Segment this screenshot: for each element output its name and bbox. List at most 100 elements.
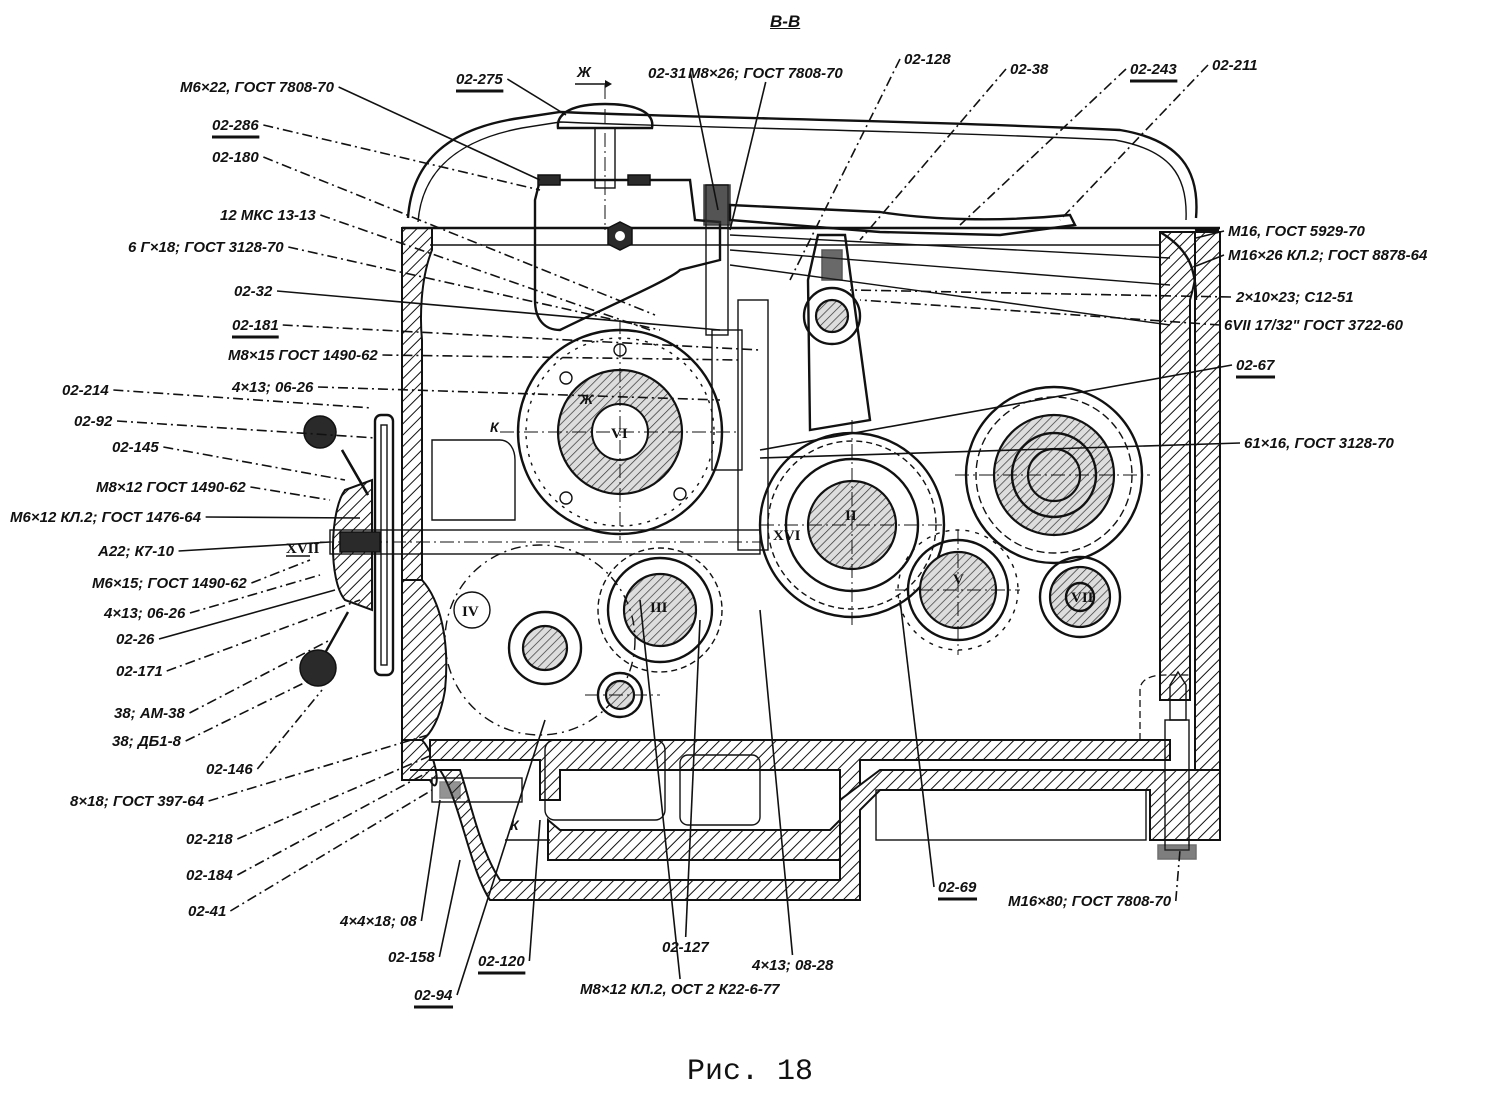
callout-12mks: 12 МКС 13-13 bbox=[220, 207, 651, 331]
section-k-upper: К bbox=[490, 419, 500, 435]
callout-label: 02-26 bbox=[116, 631, 155, 648]
callout-label: М8×12 КЛ.2, ОСТ 2 К22-6-77 bbox=[580, 981, 780, 998]
callout-a22: А22; К7-10 bbox=[97, 541, 331, 560]
shaft-label-vi: VI bbox=[611, 426, 628, 442]
callout-02-214: 02-214 bbox=[62, 382, 373, 409]
callout-label: М6×12 КЛ.2; ГОСТ 1476-64 bbox=[10, 509, 202, 526]
callout-label: 02-69 bbox=[938, 879, 977, 896]
leader-line bbox=[899, 599, 935, 888]
leader-line bbox=[263, 124, 541, 191]
callout-label: 02-211 bbox=[1212, 57, 1258, 74]
leader-line bbox=[859, 68, 1007, 241]
callout-m6-15: М6×15; ГОСТ 1490-62 bbox=[92, 559, 311, 592]
callout-02-286: 02-286 bbox=[212, 117, 541, 191]
leader-line bbox=[288, 246, 661, 331]
callout-02-218: 02-218 bbox=[186, 754, 433, 848]
housing-base bbox=[429, 739, 1171, 801]
leader-line bbox=[1174, 849, 1181, 902]
callout-label: 02-67 bbox=[1236, 357, 1275, 374]
leader-line bbox=[229, 789, 433, 912]
callout-02-171: 02-171 bbox=[116, 599, 361, 680]
callout-label: 61×16, ГОСТ 3128-70 bbox=[1244, 435, 1394, 452]
callout-02-38: 02-38 bbox=[859, 61, 1049, 241]
callout-label: 02-158 bbox=[388, 949, 435, 966]
leader-line bbox=[959, 68, 1127, 226]
shaft-label-vii: VII bbox=[1071, 590, 1094, 606]
callout-label: М6×15; ГОСТ 1490-62 bbox=[92, 575, 247, 592]
shaft-label-ii: II bbox=[845, 508, 857, 524]
callout-4-13c: 4×13; 08-28 bbox=[751, 609, 834, 974]
right-foot-bolt bbox=[1139, 670, 1197, 860]
callout-61-16: 61×16, ГОСТ 3128-70 bbox=[759, 435, 1394, 459]
leader-line bbox=[251, 559, 311, 584]
callout-label: 02-31 bbox=[648, 65, 686, 82]
leader-line bbox=[859, 299, 1221, 326]
callout-label: М8×26; ГОСТ 7808-70 bbox=[688, 65, 843, 82]
callout-02-146: 02-146 bbox=[206, 689, 323, 778]
leader-line bbox=[420, 799, 441, 922]
figure-caption: Рис. 18 bbox=[686, 1055, 814, 1089]
leader-line bbox=[189, 639, 331, 714]
callout-label: 02-92 bbox=[74, 413, 113, 430]
gear-shaft-vi: VI Ж К bbox=[490, 320, 740, 540]
shaft-label-iii: III bbox=[650, 600, 668, 616]
leader-line bbox=[1195, 254, 1225, 267]
gear-shaft-v: V bbox=[895, 529, 1020, 655]
callout-m8-12: М8×12 ГОСТ 1490-62 bbox=[96, 479, 331, 501]
callout-m6-22: М6×22, ГОСТ 7808-70 bbox=[180, 79, 541, 181]
callout-2-10: 2×10×23; С12-51 bbox=[849, 289, 1354, 306]
leader-line bbox=[250, 486, 331, 501]
shaft-label-v: V bbox=[953, 572, 964, 588]
callout-02-31: 02-31 bbox=[648, 65, 719, 211]
callout-label: 4×13; 08-28 bbox=[751, 957, 834, 974]
pivot-bracket bbox=[802, 233, 872, 432]
leader-line bbox=[185, 679, 311, 742]
leader-line bbox=[1195, 230, 1225, 239]
callout-38a: 38; АМ-38 bbox=[114, 639, 331, 722]
leader-line bbox=[684, 619, 701, 938]
callout-02-158: 02-158 bbox=[388, 859, 461, 966]
callout-label: 02-32 bbox=[234, 283, 273, 300]
leader-line bbox=[639, 599, 681, 980]
callout-6vii: 6VII 17/32" ГОСТ 3722-60 bbox=[859, 299, 1404, 334]
callout-m8-26: М8×26; ГОСТ 7808-70 bbox=[688, 65, 843, 231]
callout-label: 02-145 bbox=[112, 439, 159, 456]
callout-m16-80: М16×80; ГОСТ 7808-70 bbox=[1008, 849, 1181, 910]
callout-m16b: М16×26 КЛ.2; ГОСТ 8878-64 bbox=[1195, 247, 1428, 267]
leader-line bbox=[849, 289, 1232, 298]
callout-4-13b: 4×13; 06-26 bbox=[103, 574, 321, 622]
callout-label: М6×22, ГОСТ 7808-70 bbox=[180, 79, 335, 96]
callout-label: 8×18; ГОСТ 397-64 bbox=[70, 793, 205, 810]
callout-4-4-18: 4×4×18; 08 bbox=[339, 799, 441, 930]
view-arrow-label: Ж bbox=[576, 64, 592, 81]
callout-label: 2×10×23; С12-51 bbox=[1235, 289, 1354, 306]
callout-label: 12 МКС 13-13 bbox=[220, 207, 316, 224]
callout-label: 02-128 bbox=[904, 51, 951, 68]
leader-line bbox=[320, 214, 651, 331]
leader-line bbox=[338, 86, 541, 181]
shaft-label-xvi: XVI bbox=[773, 528, 801, 544]
callout-02-69: 02-69 bbox=[899, 599, 978, 901]
callout-02-211: 02-211 bbox=[1059, 57, 1258, 221]
leader-line bbox=[759, 609, 794, 956]
gear-mark-label: Ж bbox=[579, 391, 594, 407]
callout-label: 38; ДБ1-8 bbox=[112, 733, 182, 750]
callout-label: 4×4×18; 08 bbox=[339, 913, 417, 930]
leader-line bbox=[317, 386, 721, 401]
gear-shaft-vii: VII bbox=[1038, 555, 1122, 639]
callout-label: 4×13; 06-26 bbox=[103, 605, 186, 622]
shaft-label-xvii: XVII bbox=[286, 541, 320, 557]
section-title: В-В bbox=[770, 12, 801, 31]
callout-label: 4×13; 06-26 bbox=[231, 379, 314, 396]
leader-line bbox=[236, 769, 433, 876]
callout-label: 02-94 bbox=[414, 987, 453, 1004]
callout-label: 38; АМ-38 bbox=[114, 705, 186, 722]
callout-m6-12: М6×12 КЛ.2; ГОСТ 1476-64 bbox=[10, 509, 361, 526]
callout-8-18: 8×18; ГОСТ 397-64 bbox=[70, 734, 429, 810]
leader-line bbox=[1059, 64, 1209, 221]
callout-02-41: 02-41 bbox=[188, 789, 433, 920]
leader-line bbox=[729, 81, 767, 231]
callout-label: 02-146 bbox=[206, 761, 253, 778]
leader-line bbox=[456, 719, 546, 996]
